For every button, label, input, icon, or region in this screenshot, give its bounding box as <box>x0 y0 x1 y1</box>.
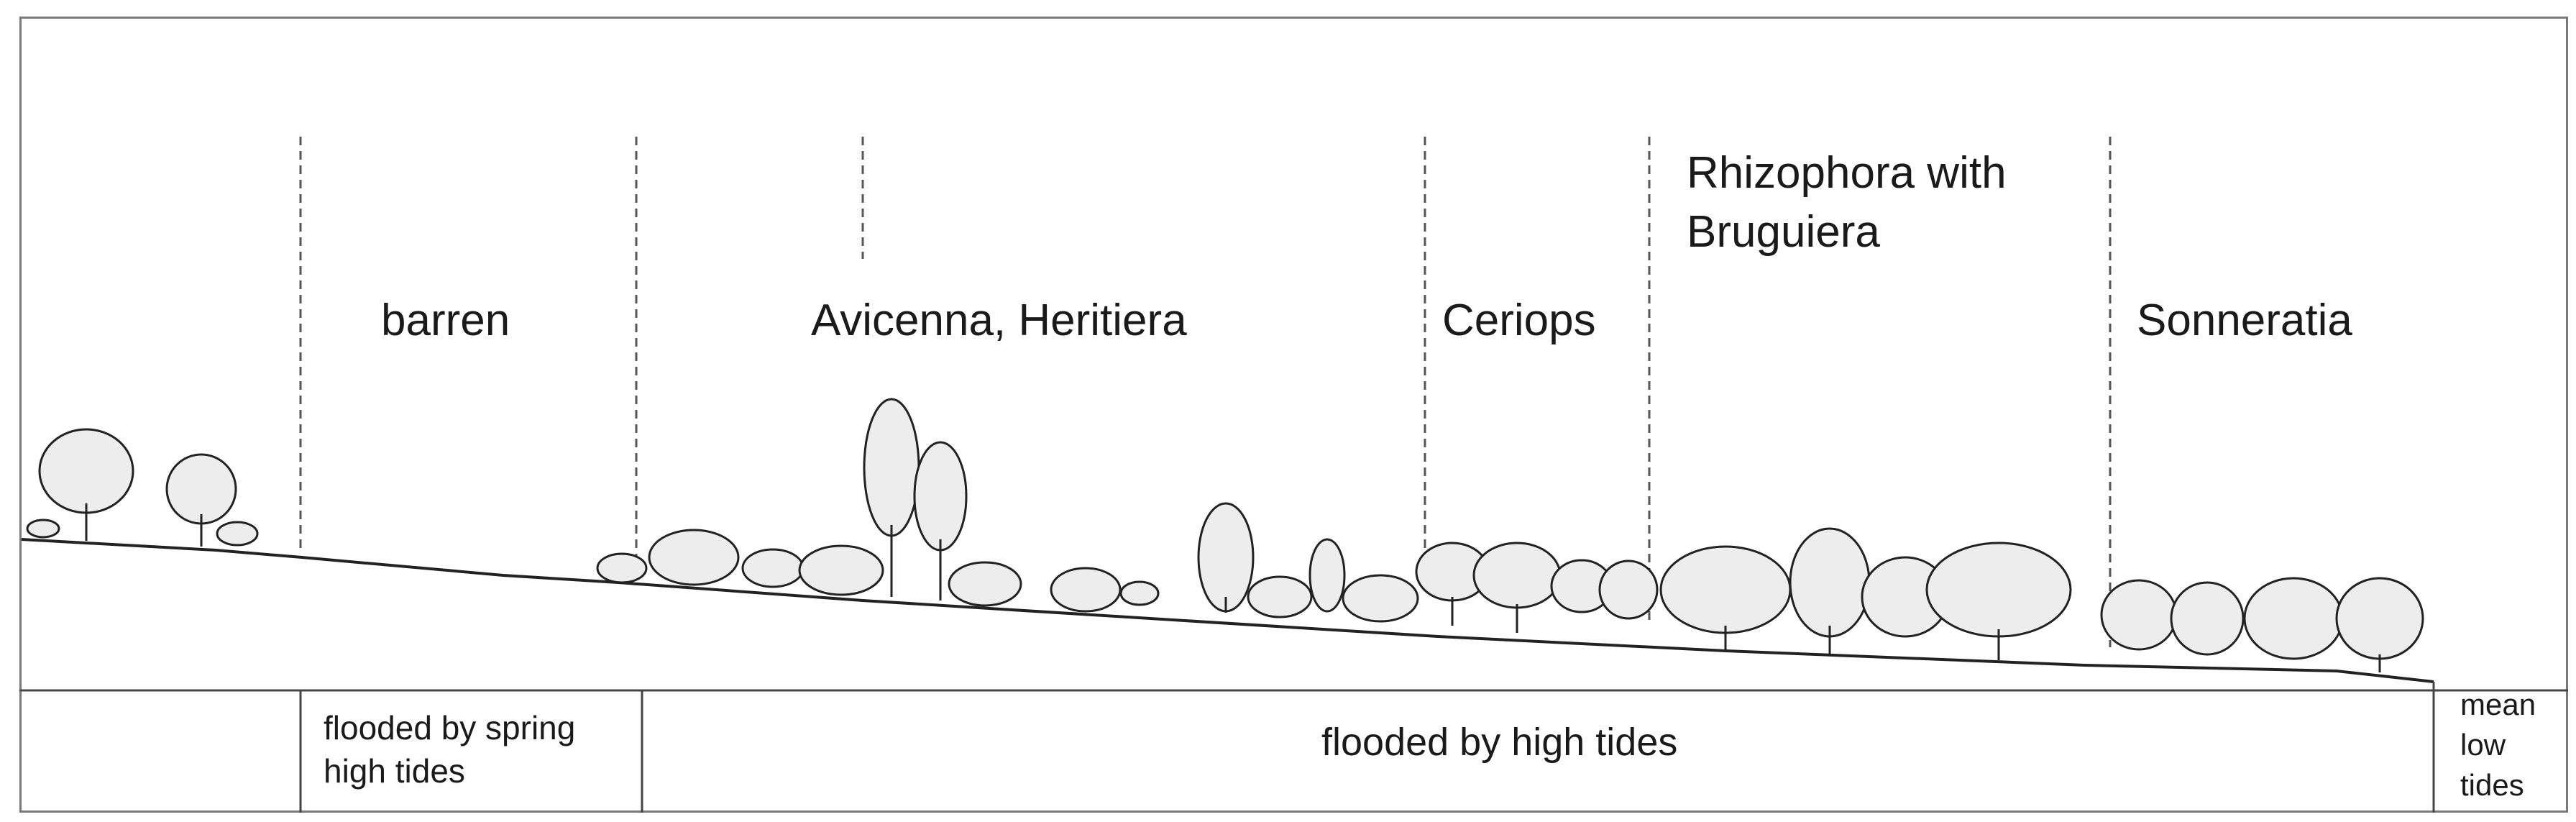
zone-label-avicenna: Avicenna, Heritiera <box>811 295 1187 346</box>
tree-left-1 <box>40 429 133 513</box>
vegetation <box>27 399 2423 672</box>
zone-label-barren: barren <box>381 295 510 346</box>
tall-tree-2 <box>915 442 966 550</box>
zone-label-ceriops: Ceriops <box>1442 295 1596 346</box>
tide-cell-high: flooded by high tides <box>1321 721 1677 764</box>
tall-tree-3 <box>1198 503 1253 611</box>
tall-tree-1 <box>864 399 919 536</box>
tide-cell-spring: flooded by spring high tides <box>324 706 625 793</box>
tide-cell-mean-low: mean low tides <box>2460 685 2554 805</box>
tree-left-2 <box>167 455 236 524</box>
zone-label-rhizophora: Rhizophora with Bruguiera <box>1687 144 2089 262</box>
zone-label-sonneratia: Sonneratia <box>2137 295 2352 346</box>
